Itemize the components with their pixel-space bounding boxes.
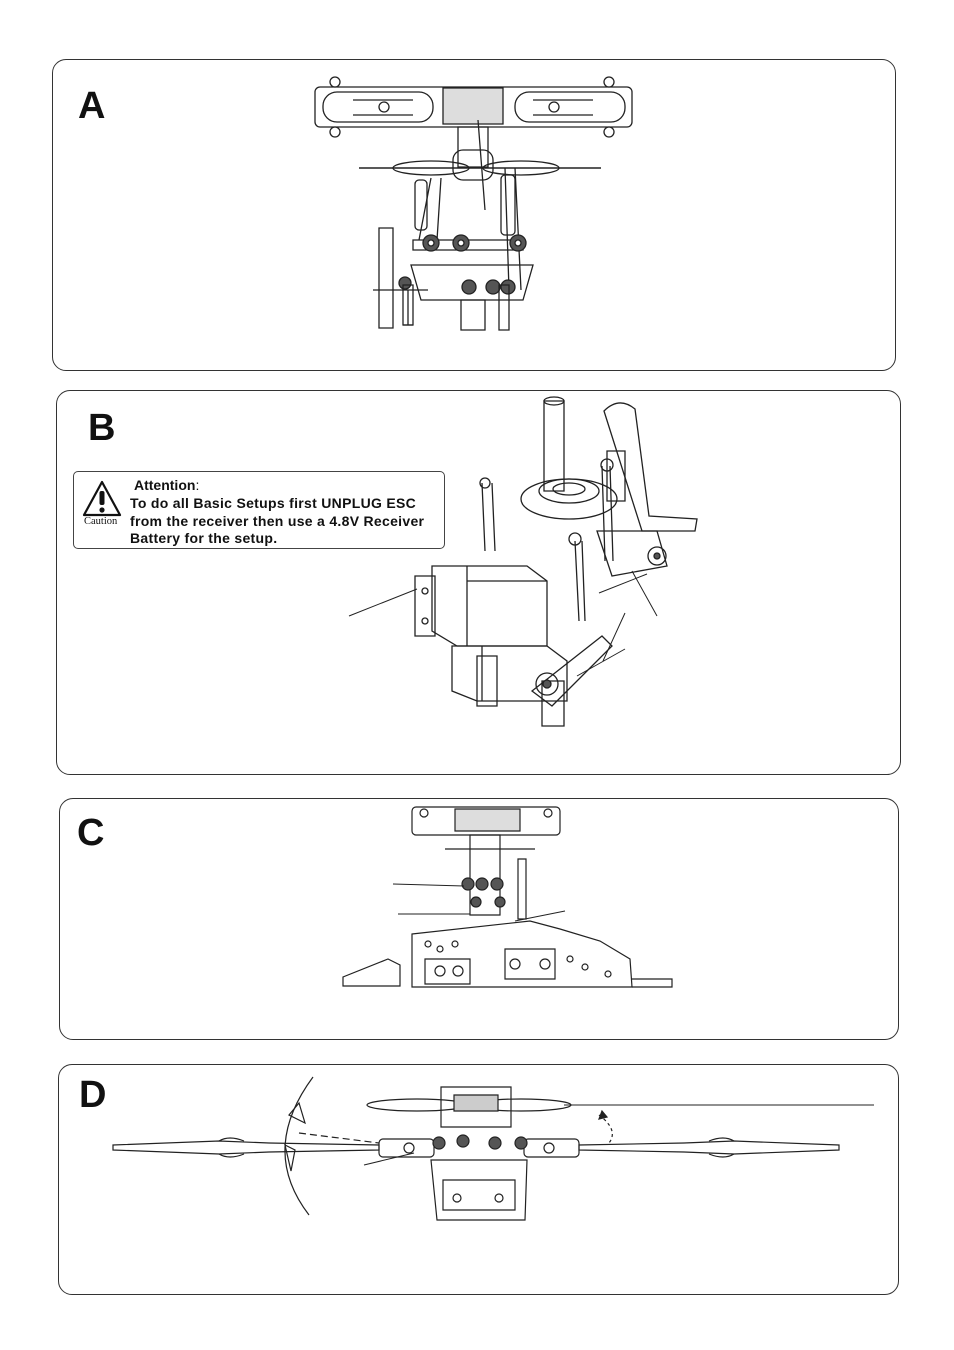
attention-title: Attention: bbox=[134, 477, 200, 493]
panel-a: A bbox=[52, 59, 896, 371]
warning-triangle-icon bbox=[82, 480, 122, 518]
panel-letter-b: B bbox=[88, 407, 116, 449]
panel-b: B Caution Attention: To do all Basic Set… bbox=[56, 390, 901, 775]
rotor-head-front-view-drawing bbox=[53, 60, 897, 372]
attention-notice: Caution Attention: To do all Basic Setup… bbox=[73, 471, 445, 549]
panel-letter-d: D bbox=[79, 1074, 107, 1116]
panel-letter-a: A bbox=[78, 85, 106, 127]
attention-text: To do all Basic Setups first UNPLUG ESC … bbox=[130, 495, 425, 546]
servo-linkage-drawing bbox=[57, 391, 902, 776]
panel-d: D bbox=[58, 1064, 899, 1295]
caution-label: Caution bbox=[84, 516, 118, 527]
side-view-frame-drawing bbox=[60, 799, 900, 1041]
rotor-pitch-front-view-drawing bbox=[59, 1065, 900, 1296]
panel-c: C bbox=[59, 798, 899, 1040]
panel-letter-c: C bbox=[77, 812, 105, 854]
